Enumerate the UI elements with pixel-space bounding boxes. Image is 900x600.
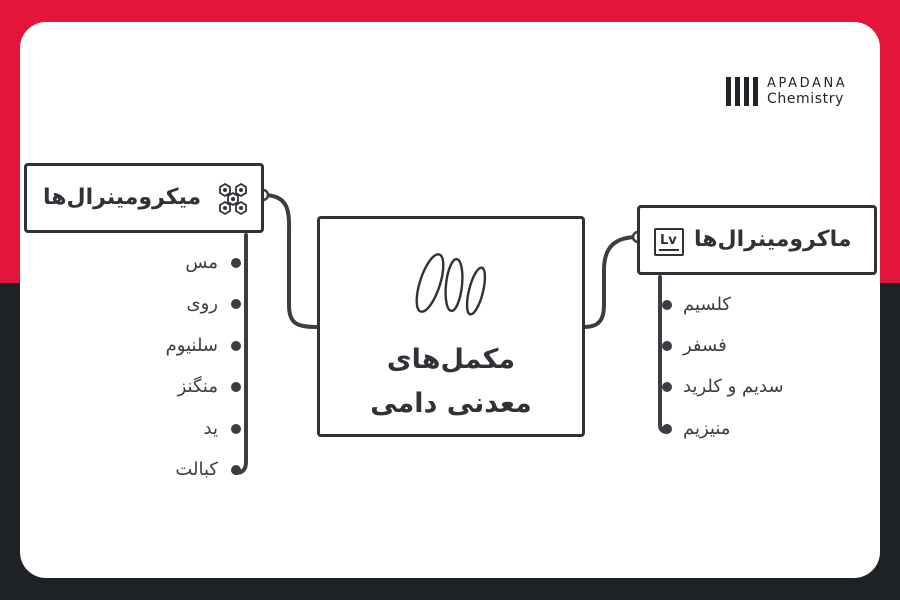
molecule-cluster-icon [219, 182, 247, 216]
micro-item: منگنز [177, 376, 218, 397]
macro-minerals-box: Lv ماکرومینرال‌ها [637, 205, 877, 275]
micro-minerals-box: میکرومینرال‌ها [24, 163, 264, 233]
macro-item: فسفر [683, 335, 727, 356]
logo-line-1: APADANA [767, 76, 848, 91]
center-topic-box: مکمل‌های معدنی دامی [317, 216, 585, 437]
micro-item: ید [203, 418, 218, 439]
micro-minerals-title: میکرومینرال‌ها [43, 185, 202, 210]
logo-line-2: Chemistry [767, 91, 845, 107]
element-symbol-text: Lv [660, 233, 677, 248]
macro-minerals-title: ماکرومینرال‌ها [694, 227, 852, 252]
logo-bars-icon [726, 77, 762, 106]
center-title-line-2: معدنی دامی [370, 388, 532, 419]
micro-item: روی [186, 293, 218, 314]
micro-item: کبالت [175, 459, 218, 480]
micro-item: مس [185, 252, 218, 273]
center-title-line-1: مکمل‌های [386, 344, 516, 375]
macro-item: سدیم و کلرید [683, 376, 784, 397]
element-symbol-icon: Lv [654, 228, 684, 256]
seeds-icon [415, 253, 487, 316]
micro-item: سلنیوم [165, 335, 218, 356]
macro-item: کلسیم [683, 294, 731, 315]
macro-item: منیزیم [683, 418, 731, 439]
